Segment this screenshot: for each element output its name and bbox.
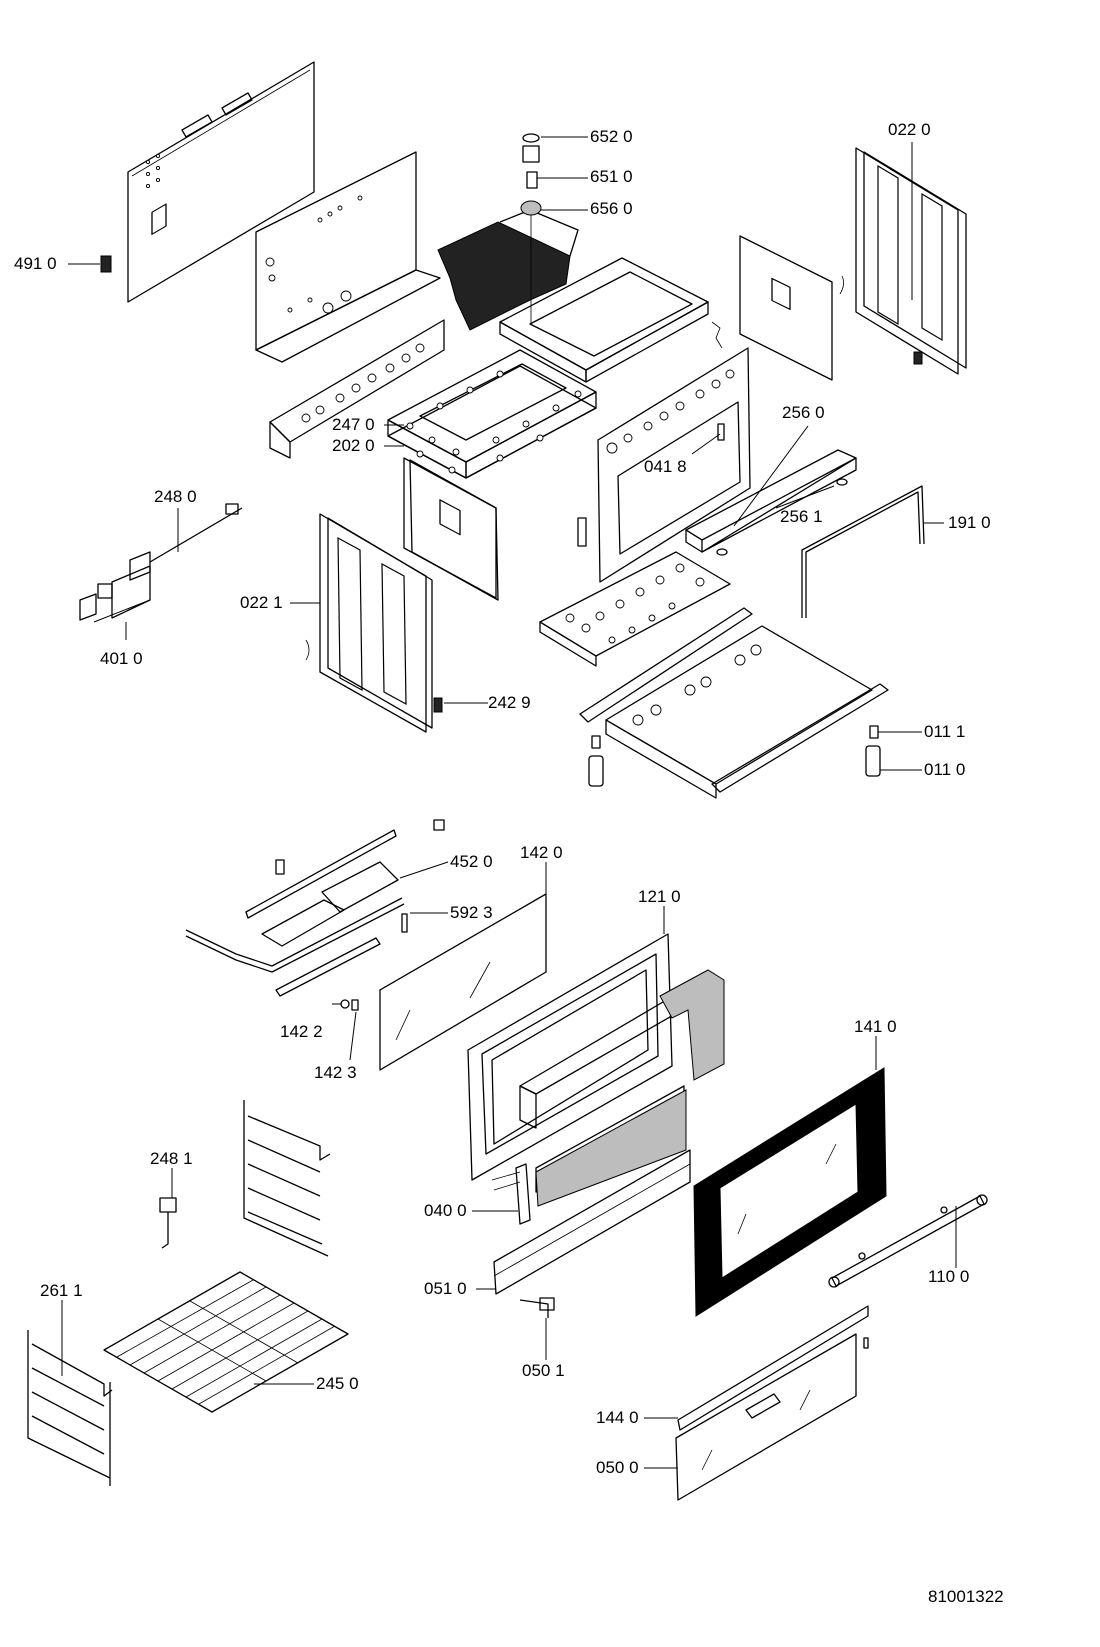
callout-050-0: 050 0 bbox=[596, 1458, 639, 1477]
callout-592-3: 592 3 bbox=[450, 903, 493, 922]
callout-141-0: 141 0 bbox=[854, 1017, 897, 1036]
callout-051-0: 051 0 bbox=[424, 1279, 467, 1298]
callout-248-1: 248 1 bbox=[150, 1149, 193, 1168]
document-number: 81001322 bbox=[928, 1587, 1004, 1606]
heating-element-tube bbox=[185, 897, 405, 973]
clip-part bbox=[100, 255, 112, 273]
control-back-panel bbox=[255, 151, 441, 363]
callout-245-0: 245 0 bbox=[316, 1374, 359, 1393]
outer-door-glass bbox=[693, 1067, 887, 1317]
gasket-frame bbox=[387, 349, 597, 479]
oven-front-frame bbox=[577, 321, 751, 583]
door-inner-frame bbox=[467, 933, 697, 1181]
callout-242-9: 242 9 bbox=[488, 693, 531, 712]
support-rod bbox=[801, 485, 925, 618]
callout-191-0: 191 0 bbox=[948, 513, 991, 532]
perforated-strip bbox=[275, 937, 381, 997]
callout-040-0: 040 0 bbox=[424, 1201, 467, 1220]
callout-202-0: 202 0 bbox=[332, 436, 375, 455]
rack-hook bbox=[159, 1197, 177, 1249]
knob-assembly bbox=[520, 133, 542, 325]
callout-256-1: 256 1 bbox=[780, 507, 823, 526]
insulation-pad bbox=[437, 209, 579, 331]
callout-050-1: 050 1 bbox=[522, 1361, 565, 1380]
inner-glass bbox=[379, 893, 547, 1071]
door-handle bbox=[828, 1194, 988, 1288]
top-plate-frame bbox=[499, 257, 709, 383]
adjustable-feet bbox=[588, 725, 881, 787]
leader-lines bbox=[61, 136, 957, 1469]
wire-shelf bbox=[103, 1271, 349, 1413]
callout-011-0: 011 0 bbox=[924, 760, 965, 779]
callout-256-0: 256 0 bbox=[782, 403, 825, 422]
callout-452-0: 452 0 bbox=[450, 852, 493, 871]
callout-656-0: 656 0 bbox=[590, 199, 633, 218]
oven-door-left bbox=[305, 513, 443, 733]
callout-011-1: 011 1 bbox=[924, 722, 965, 741]
side-panel-window bbox=[403, 457, 499, 601]
callout-142-2: 142 2 bbox=[280, 1022, 323, 1041]
callout-652-0: 652 0 bbox=[590, 127, 633, 146]
control-strip bbox=[269, 319, 445, 459]
callout-041-8: 041 8 bbox=[644, 457, 687, 476]
side-rack-left bbox=[27, 1330, 113, 1486]
rotisserie-motor bbox=[79, 565, 151, 621]
side-rack-right bbox=[243, 1100, 331, 1257]
callout-261-1: 261 1 bbox=[40, 1281, 83, 1300]
callout-142-3: 142 3 bbox=[314, 1063, 357, 1082]
callout-491-0: 491 0 bbox=[14, 254, 57, 273]
callout-142-0: 142 0 bbox=[520, 843, 563, 862]
rotisserie-spit bbox=[129, 503, 243, 581]
callout-121-0: 121 0 bbox=[638, 887, 681, 906]
base-rails bbox=[579, 607, 889, 793]
callout-022-1: 022 1 bbox=[240, 593, 283, 612]
slide-rail bbox=[685, 449, 857, 556]
callout-022-0: 022 0 bbox=[888, 120, 931, 139]
callout-144-0: 144 0 bbox=[596, 1408, 639, 1427]
callout-248-0: 248 0 bbox=[154, 487, 197, 506]
screws bbox=[340, 913, 408, 1011]
door-insulation-frame bbox=[535, 969, 725, 1207]
callout-651-0: 651 0 bbox=[590, 167, 633, 186]
hob-sub-plate bbox=[539, 551, 731, 667]
drawer-panel bbox=[675, 1333, 857, 1501]
door-strip bbox=[493, 1149, 691, 1295]
callout-401-0: 401 0 bbox=[100, 649, 143, 668]
door-hinge bbox=[491, 1163, 531, 1225]
heat-deflector-set bbox=[245, 819, 445, 947]
drawer-trim bbox=[677, 1305, 869, 1431]
callout-110-0: 110 0 bbox=[928, 1267, 969, 1286]
oven-door-right bbox=[855, 147, 967, 375]
callout-247-0: 247 0 bbox=[332, 415, 375, 434]
right-side-panel bbox=[739, 235, 844, 381]
rear-panel bbox=[127, 61, 315, 303]
base-plate bbox=[605, 625, 873, 799]
callout-labels: 652 0 651 0 656 0 022 0 491 0 247 0 202 … bbox=[14, 120, 991, 1477]
door-latch bbox=[519, 1297, 555, 1318]
